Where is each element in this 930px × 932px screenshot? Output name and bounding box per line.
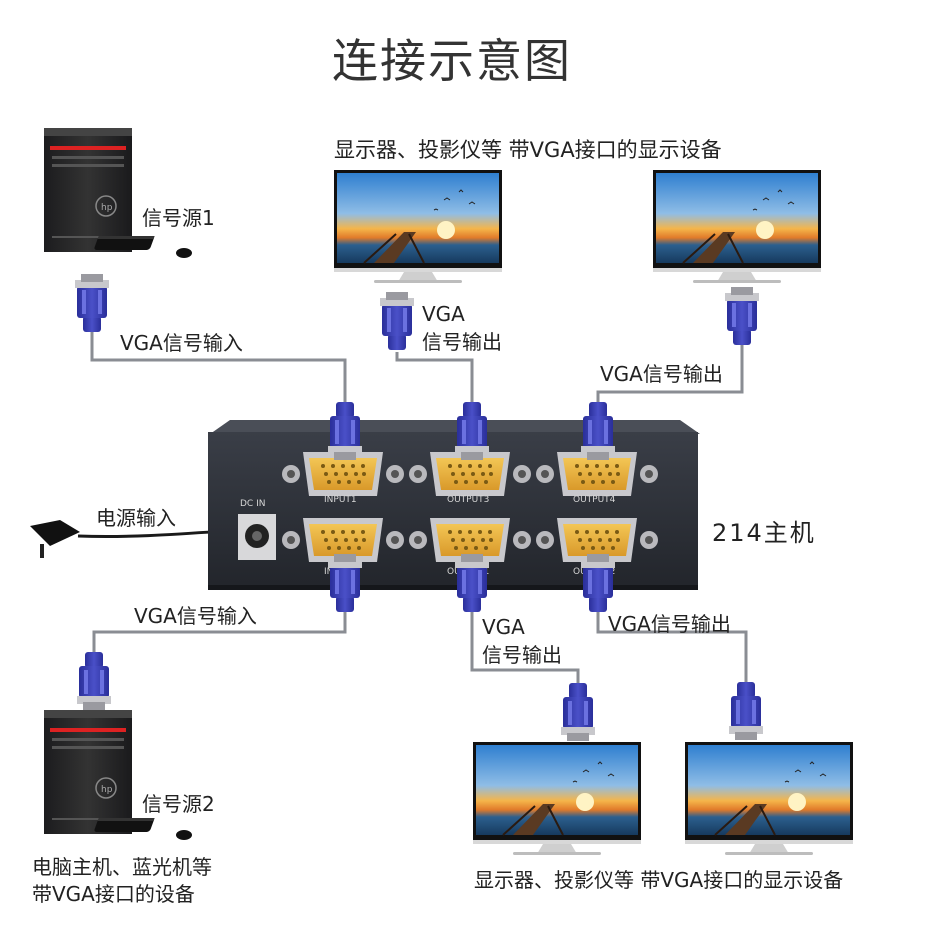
source1-label: 信号源1 xyxy=(142,206,215,230)
dc-in-label: DC IN xyxy=(240,499,265,509)
vga-out-bottom-line1: VGA xyxy=(482,615,525,639)
power-in-label: 电源输入 xyxy=(96,506,176,530)
pc-source1 xyxy=(43,127,193,259)
vga-in-2-label: VGA信号输入 xyxy=(134,604,257,628)
source2-label: 信号源2 xyxy=(142,792,215,816)
power-adapter xyxy=(30,520,80,558)
page-title: 连接示意图 xyxy=(332,34,572,88)
device-214: DC IN INPUT1 OUTPUT3 OUTPUT4 INPUT2 OUTP… xyxy=(208,420,700,590)
source2-desc-line2: 带VGA接口的设备 xyxy=(32,882,195,906)
monitor-bottom-left xyxy=(472,741,642,856)
vga-out-top-line1: VGA xyxy=(422,302,465,326)
port-output3-label: OUTPUT3 xyxy=(447,495,489,505)
vga-out-bottom-line2: 信号输出 xyxy=(482,643,562,667)
monitor-top-right xyxy=(652,169,822,284)
bottom-display-caption: 显示器、投影仪等 带VGA接口的显示设备 xyxy=(474,868,844,892)
cable-input1 xyxy=(90,320,347,404)
cable-lines xyxy=(90,320,748,685)
source2-desc-line1: 电脑主机、蓝光机等 xyxy=(32,855,212,879)
port-input1-label: INPUT1 xyxy=(324,495,357,505)
pc-source2 xyxy=(43,709,193,841)
cable-output4 xyxy=(596,340,744,404)
vga-out-right-bottom-label: VGA信号输出 xyxy=(608,612,731,636)
port-output4-label: OUTPUT4 xyxy=(573,495,616,505)
vga-out-right-top-label: VGA信号输出 xyxy=(600,362,723,386)
vga-out-top-line2: 信号输出 xyxy=(422,330,502,354)
cable-output1 xyxy=(470,606,580,685)
top-display-caption: 显示器、投影仪等 带VGA接口的显示设备 xyxy=(334,138,722,162)
cable-input2 xyxy=(92,606,347,655)
monitor-top-left xyxy=(333,169,503,284)
device-name: 214主机 xyxy=(712,519,816,547)
cable-output3 xyxy=(395,352,474,404)
vga-in-1-label: VGA信号输入 xyxy=(120,331,243,355)
monitor-bottom-right xyxy=(684,741,854,856)
cable-output2 xyxy=(596,606,748,682)
